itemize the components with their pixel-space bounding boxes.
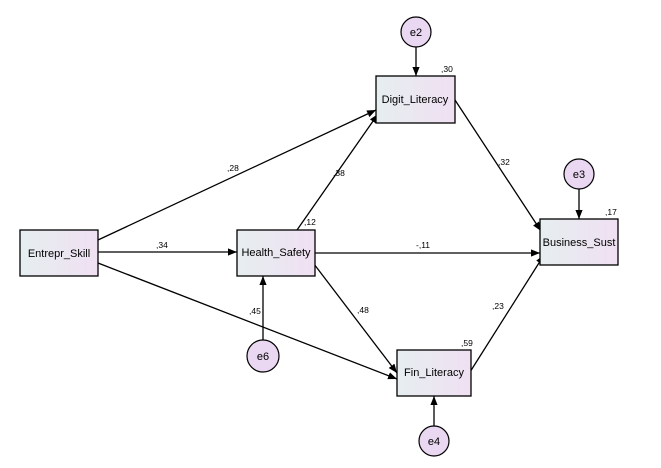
box-fin-literacy: Fin_Literacy [396,349,472,397]
r2-health-safety: ,12 [304,217,316,227]
box-digit-literacy: Digit_Literacy [375,75,456,124]
circle-e3: e3 [563,158,595,190]
path-fin-to-business [469,254,545,373]
health-safety-label: Health_Safety [241,247,311,259]
path-digit-to-business [454,99,542,232]
variable-boxes: Entrepr_Skill Health_Safety Digit_Litera… [19,75,619,397]
r2-digit-literacy: ,30 [441,64,453,74]
coef-health-to-digit: ,38 [333,168,345,178]
path-health-to-digit [296,113,379,231]
path-entrepr-to-digit [97,109,377,241]
r2-fin-literacy: ,59 [461,338,473,348]
circle-e4: e4 [418,425,450,457]
r-squared-labels: ,12 ,30 ,59 ,17 [304,64,617,348]
business-sust-label: Business_Sust [543,237,616,249]
path-entrepr-to-fin [97,262,398,380]
path-health-to-fin [313,263,398,374]
circle-e2: e2 [400,16,432,48]
coef-health-to-fin: ,48 [357,305,369,315]
circle-e6: e6 [246,339,280,373]
coef-entrepr-to-fin: ,45 [249,306,261,316]
e4-label: e4 [428,436,440,448]
box-health-safety: Health_Safety [236,229,316,277]
error-circles: e2 e3 e4 e6 [246,16,595,457]
path-arrows [97,46,583,426]
digit-literacy-label: Digit_Literacy [382,94,449,106]
r2-business-sust: ,17 [605,207,617,217]
e3-label: e3 [573,169,585,181]
coef-digit-to-business: ,32 [498,157,510,167]
coef-fin-to-business: ,23 [492,301,504,311]
path-coefficients: ,28 ,34 ,45 ,38 ,48 -,11 ,32 ,23 [156,157,510,316]
box-entrepr-skill: Entrepr_Skill [19,229,99,277]
e6-label: e6 [257,351,269,363]
box-business-sust: Business_Sust [539,218,619,266]
entrepr-skill-label: Entrepr_Skill [28,248,90,260]
coef-entrepr-to-health: ,34 [156,240,168,250]
fin-literacy-label: Fin_Literacy [404,367,464,379]
coef-entrepr-to-digit: ,28 [227,163,239,173]
coef-health-to-business: -,11 [416,240,430,250]
e2-label: e2 [410,27,422,39]
